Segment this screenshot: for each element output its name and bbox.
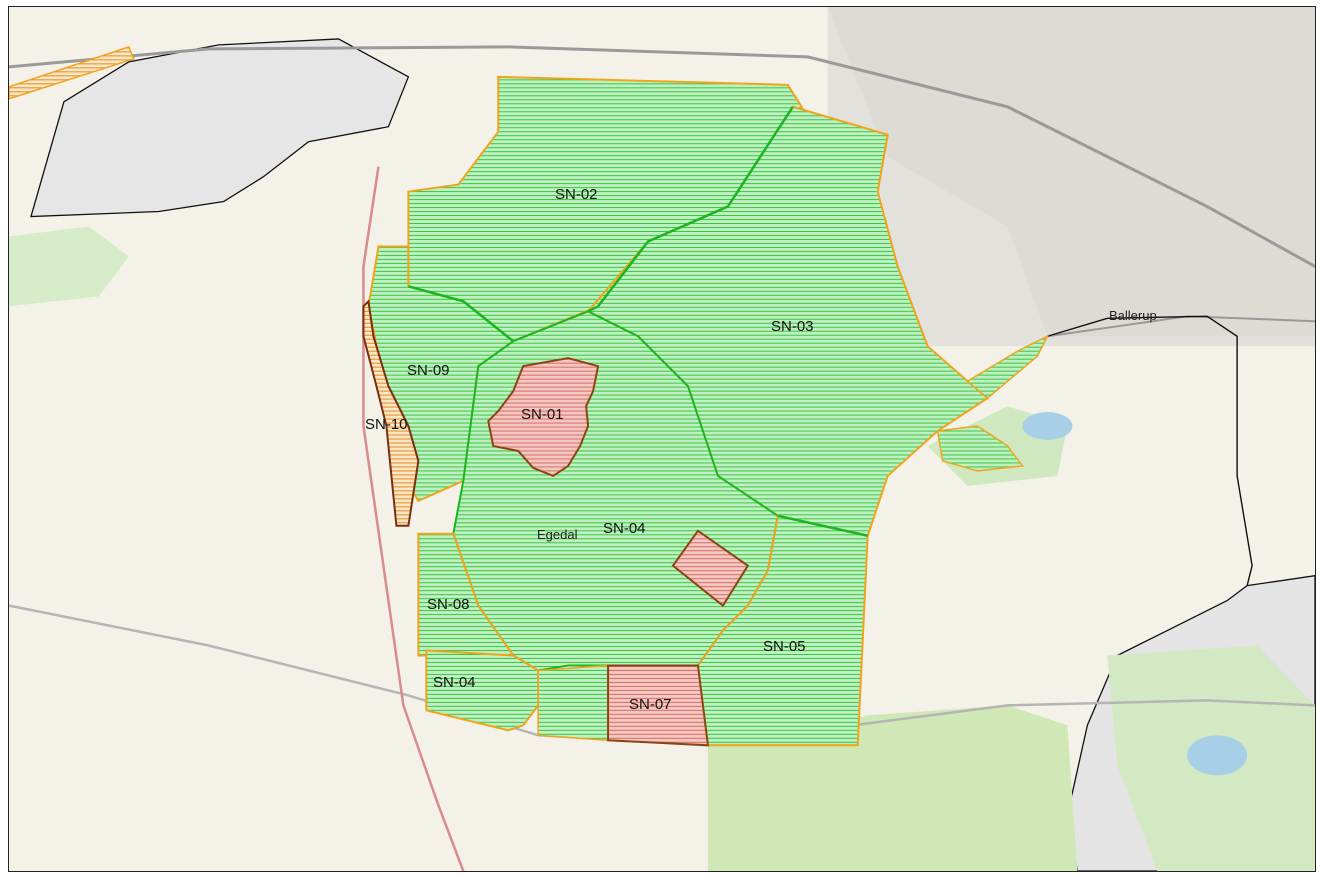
zone-sn-01[interactable] — [487, 357, 600, 478]
urban-area-ne-edge — [827, 7, 1315, 337]
lake-se — [1187, 735, 1248, 776]
zone-sn-03-islet[interactable] — [936, 425, 1024, 472]
zone-red-inner[interactable] — [671, 529, 750, 608]
zone-sn-03[interactable] — [586, 105, 990, 537]
zone-sn-10[interactable] — [362, 299, 420, 527]
park-west — [9, 226, 129, 307]
zone-sn-03-east[interactable] — [966, 334, 1050, 400]
park-golf — [707, 705, 1078, 871]
zone-sn-08[interactable] — [417, 532, 516, 657]
map-canvas[interactable] — [9, 7, 1315, 871]
zone-divider-2 — [408, 285, 515, 343]
road-north — [9, 45, 1315, 268]
zone-nw-strip — [9, 45, 135, 100]
zone-sn-04-south-strip[interactable] — [537, 664, 609, 742]
map-frame[interactable]: SN-02 SN-03 SN-09 SN-01 SN-10 SN-04 SN-0… — [8, 6, 1316, 872]
place-label-egedal: Egedal — [537, 527, 578, 542]
zone-sn-07[interactable] — [607, 664, 710, 747]
railway-line — [362, 166, 465, 871]
zone-divider-3 — [777, 514, 868, 537]
outside-area-nw — [30, 38, 410, 218]
place-label-ballerup: Ballerup — [1109, 308, 1157, 323]
zone-divider-1 — [587, 106, 794, 313]
municipality-boundary — [1047, 315, 1253, 586]
zone-sn-04-south[interactable] — [425, 649, 540, 732]
lake-east — [1022, 412, 1073, 440]
